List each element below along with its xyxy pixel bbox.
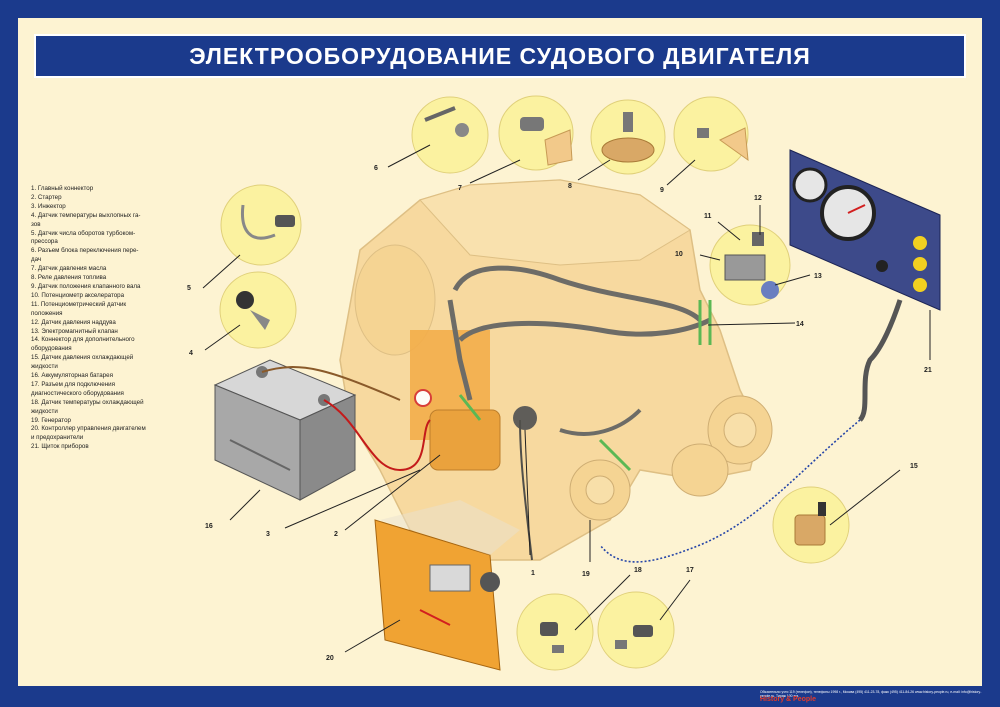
- legend-line: 5. Датчик числа оборотов турбоком-: [31, 229, 136, 237]
- legend-line: 17. Разъем для подключения: [31, 380, 115, 388]
- detail-circle-7: [498, 95, 574, 171]
- detail-circle-6: [411, 96, 489, 174]
- footer-small-print: Обязательно учти 119 (телефон), телефоны…: [760, 690, 982, 699]
- legend-line: 20. Контроллер управления двигателем: [31, 425, 146, 433]
- legend-line: 9. Датчик положения клапанного вала: [31, 282, 141, 290]
- leader-lines: [202, 144, 931, 653]
- title-bar: ЭЛЕКТРООБОРУДОВАНИЕ СУДОВОГО ДВИГАТЕЛЯ: [34, 34, 966, 78]
- legend-line: 2. Стартер: [31, 193, 62, 201]
- legend-line: 8. Реле давления топлива: [31, 274, 107, 282]
- legend-line: 19. Генератор: [31, 416, 71, 424]
- engine-block: [339, 179, 773, 561]
- callout-12: 12: [754, 195, 762, 202]
- instrument-panel: [599, 149, 941, 563]
- detail-circle-10-13: [709, 224, 791, 306]
- detail-circle-8: [590, 99, 666, 175]
- legend-line: 18. Датчик температуры охлаждающей: [31, 398, 144, 406]
- legend-line: дач: [31, 256, 42, 264]
- legend-line: 16. Аккумуляторная батарея: [31, 372, 113, 380]
- legend-line: прессора: [31, 238, 58, 246]
- page-title: ЭЛЕКТРООБОРУДОВАНИЕ СУДОВОГО ДВИГАТЕЛЯ: [189, 42, 811, 69]
- detail-circle-5: [220, 184, 302, 266]
- callout-7: 7: [458, 185, 462, 192]
- callout-2: 2: [334, 531, 338, 538]
- callout-20: 20: [326, 655, 334, 662]
- legend-line: 13. Электромагнитный клапан: [31, 327, 118, 335]
- battery: [213, 359, 431, 501]
- callout-14-right: 14: [796, 321, 804, 328]
- engine-controller: [374, 500, 520, 671]
- brand-logo: History & People: [760, 696, 817, 703]
- callout-6: 6: [374, 165, 378, 172]
- legend-line: жидкости: [31, 363, 58, 371]
- legend-line: 1. Главный коннектор: [31, 185, 94, 192]
- callout-13: 13: [814, 273, 822, 280]
- legend-line: 6. Разъем блока переключения пере-: [31, 247, 139, 255]
- legend-line: 3. Инжектор: [31, 202, 66, 210]
- legend-line: и предохранители: [31, 434, 84, 442]
- callout-21: 21: [924, 367, 932, 374]
- legend-line: 4. Датчик температуры выхлопных га-: [31, 211, 141, 219]
- detail-circle-15: [772, 486, 850, 564]
- callout-4: 4: [189, 350, 193, 357]
- legend-line: 10. Потенциометр акселератора: [31, 291, 125, 299]
- callout-5: 5: [187, 285, 191, 292]
- legend-line: 12. Датчик давления наддува: [31, 318, 116, 326]
- legend-line: диагностического оборудования: [31, 389, 124, 397]
- callout-1: 1: [531, 570, 535, 577]
- legend-line: 21. Щиток приборов: [31, 443, 89, 451]
- legend-line: 14. Коннектор для дополнительного: [31, 336, 135, 344]
- legend-line: зов: [31, 220, 41, 228]
- callout-3: 3: [266, 531, 270, 538]
- callout-16: 16: [205, 523, 213, 530]
- detail-circle-9: [673, 96, 749, 172]
- callout-19: 19: [582, 571, 590, 578]
- callout-18: 18: [634, 567, 642, 574]
- legend-line: 11. Потенциометрический датчик: [31, 300, 127, 308]
- detail-circle-18: [516, 593, 594, 671]
- callout-8: 8: [568, 183, 572, 190]
- legend-line: 7. Датчик давления масла: [31, 265, 107, 273]
- callout-10: 10: [675, 251, 683, 258]
- legend: 1. Главный коннектор 2. Стартер 3. Инжек…: [31, 185, 196, 452]
- legend-line: положения: [31, 309, 63, 317]
- callout-9: 9: [660, 187, 664, 194]
- callout-11: 11: [704, 213, 712, 220]
- legend-line: 15. Датчик давления охлаждающей: [31, 354, 134, 362]
- legend-line: оборудования: [31, 345, 72, 353]
- detail-circle-4: [219, 271, 297, 349]
- callout-17: 17: [686, 567, 694, 574]
- callout-15: 15: [910, 463, 918, 470]
- legend-line: жидкости: [31, 407, 58, 415]
- detail-circle-17: [597, 591, 675, 669]
